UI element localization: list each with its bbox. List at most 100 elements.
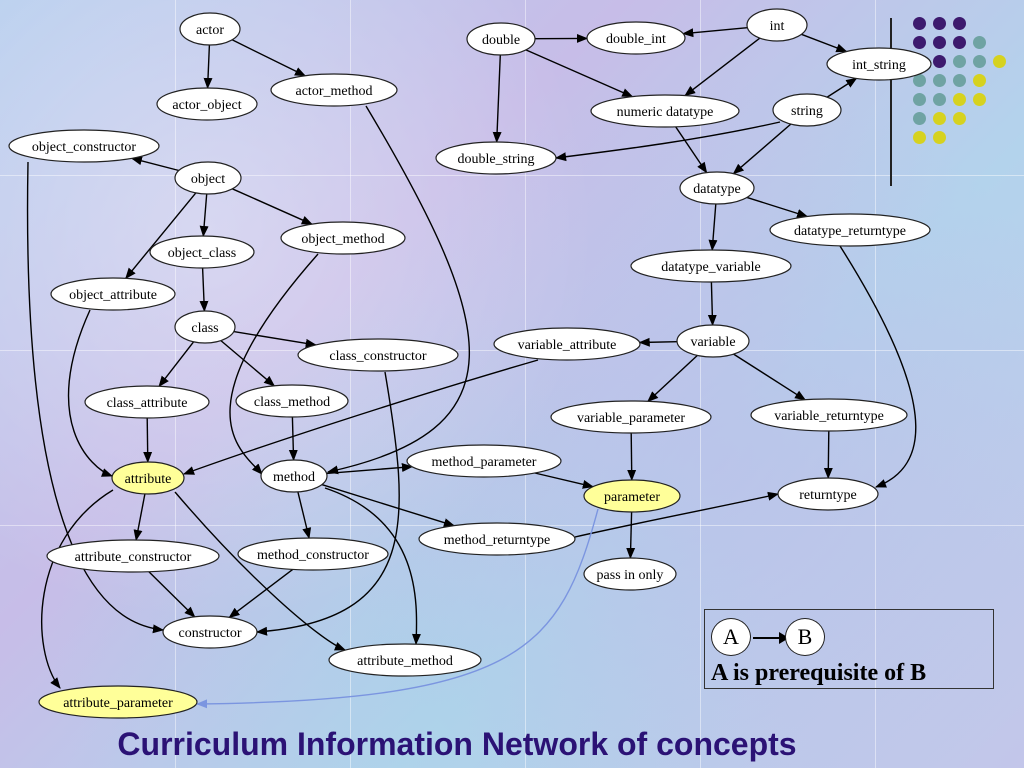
node-label: class_method	[254, 395, 330, 410]
node-ellipse	[630, 249, 792, 283]
node-ellipse	[179, 12, 241, 46]
decorative-dot	[933, 55, 946, 68]
node-label: actor_object	[172, 98, 241, 113]
node-method_constructor: method_constructor	[237, 537, 389, 571]
node-ellipse	[435, 141, 557, 175]
edge-class_method-to-method	[288, 416, 298, 462]
edge-class_constructor-to-constructor	[255, 371, 400, 636]
node-datatype: datatype	[679, 171, 755, 205]
node-label: returntype	[799, 488, 857, 503]
node-label: object_class	[168, 246, 236, 261]
decorative-dot	[913, 131, 926, 144]
decorative-dot	[953, 74, 966, 87]
legend-caption: A is prerequisite of B	[711, 660, 927, 686]
node-label: attribute_constructor	[75, 550, 192, 565]
edge-variable_attribute-to-attribute	[182, 359, 539, 475]
edge-actor-to-actor_object	[203, 44, 213, 90]
edge-attribute-to-attribute_parameter	[41, 489, 114, 689]
edge-method-to-attribute_method	[324, 487, 421, 646]
edge-datatype-to-datatype_returntype	[746, 196, 809, 218]
edge-datatype-to-datatype_variable	[708, 203, 718, 252]
decorative-dot	[913, 74, 926, 87]
node-ellipse	[50, 277, 176, 311]
decorative-dot	[933, 36, 946, 49]
decorative-dot	[933, 112, 946, 125]
node-actor: actor	[179, 12, 241, 46]
edge-object_attribute-to-attribute	[67, 309, 114, 477]
edge-method_returntype-to-returntype	[574, 491, 780, 538]
node-label: datatype_variable	[661, 260, 761, 275]
node-label: method	[273, 470, 315, 485]
node-label: int	[770, 19, 785, 34]
node-parameter: parameter	[583, 479, 681, 513]
edge-attribute-to-attribute_method	[174, 491, 347, 651]
edge-double-to-double_string	[492, 54, 502, 144]
node-ellipse	[583, 479, 681, 513]
decorative-dot	[973, 36, 986, 49]
node-ellipse	[772, 93, 842, 127]
node-ellipse	[777, 477, 879, 511]
decorative-dot	[933, 74, 946, 87]
node-actor_object: actor_object	[156, 87, 258, 121]
edge-actor-to-actor_method	[231, 39, 307, 77]
nodes-layer: actoractor_objectactor_methodobject_cons…	[8, 8, 932, 719]
edge-variable-to-variable_returntype	[733, 353, 807, 401]
decorative-dot	[953, 36, 966, 49]
node-label: attribute	[125, 472, 172, 487]
background-gridline	[875, 0, 876, 768]
node-ellipse	[550, 400, 712, 434]
node-label: datatype	[693, 182, 740, 197]
node-attribute_method: attribute_method	[328, 643, 482, 677]
node-ellipse	[84, 385, 210, 419]
node-ellipse	[270, 73, 398, 107]
node-ellipse	[769, 213, 931, 247]
node-label: variable_attribute	[518, 338, 617, 353]
node-label: double	[482, 33, 520, 48]
decorative-dot	[993, 55, 1006, 68]
node-method: method	[260, 459, 328, 493]
edge-numeric_datatype-to-datatype	[675, 126, 708, 174]
node-ellipse	[418, 522, 576, 556]
edge-method-to-method_constructor	[297, 491, 312, 540]
node-method_returntype: method_returntype	[418, 522, 576, 556]
legend-box: A B A is prerequisite of B	[704, 609, 994, 689]
edge-variable-to-variable_attribute	[638, 337, 678, 347]
node-label: object_constructor	[32, 140, 137, 155]
node-method_parameter: method_parameter	[406, 444, 562, 478]
node-ellipse	[162, 615, 258, 649]
edge-attribute-to-attribute_constructor	[133, 493, 146, 542]
node-label: variable_parameter	[577, 411, 685, 426]
edge-datatype_returntype-to-returntype	[839, 245, 917, 488]
edge-parameter-to-pass_in_only	[626, 511, 636, 560]
node-label: method_parameter	[432, 455, 537, 470]
node-label: numeric datatype	[617, 105, 714, 120]
node-ellipse	[111, 461, 185, 495]
edge-int-to-numeric_datatype	[684, 37, 761, 97]
node-label: double_string	[458, 152, 535, 167]
node-label: double_int	[606, 32, 666, 47]
node-label: variable	[690, 335, 735, 350]
edge-class_attribute-to-attribute	[143, 417, 153, 464]
node-ellipse	[174, 310, 236, 344]
edge-object_method-to-method	[229, 253, 319, 475]
node-attribute: attribute	[111, 461, 185, 495]
background-gridline	[0, 175, 1024, 176]
node-label: pass in only	[597, 568, 664, 583]
node-ellipse	[493, 327, 641, 361]
background-gridline	[700, 0, 701, 768]
edge-int-to-double_int	[682, 27, 748, 38]
decorative-dot	[913, 36, 926, 49]
node-ellipse	[237, 537, 389, 571]
node-class_method: class_method	[235, 384, 349, 418]
edge-int-to-int_string	[801, 33, 848, 53]
node-attribute_parameter: attribute_parameter	[38, 685, 198, 719]
node-attribute_constructor: attribute_constructor	[46, 539, 220, 573]
node-datatype_variable: datatype_variable	[630, 249, 792, 283]
edge-object-to-object_attribute	[125, 192, 197, 280]
node-label: attribute_parameter	[63, 696, 173, 711]
legend-arrow-icon	[753, 632, 789, 644]
background-gridline	[350, 0, 351, 768]
edge-class-to-class_attribute	[158, 341, 195, 388]
edge-object-to-object_method	[232, 188, 313, 225]
